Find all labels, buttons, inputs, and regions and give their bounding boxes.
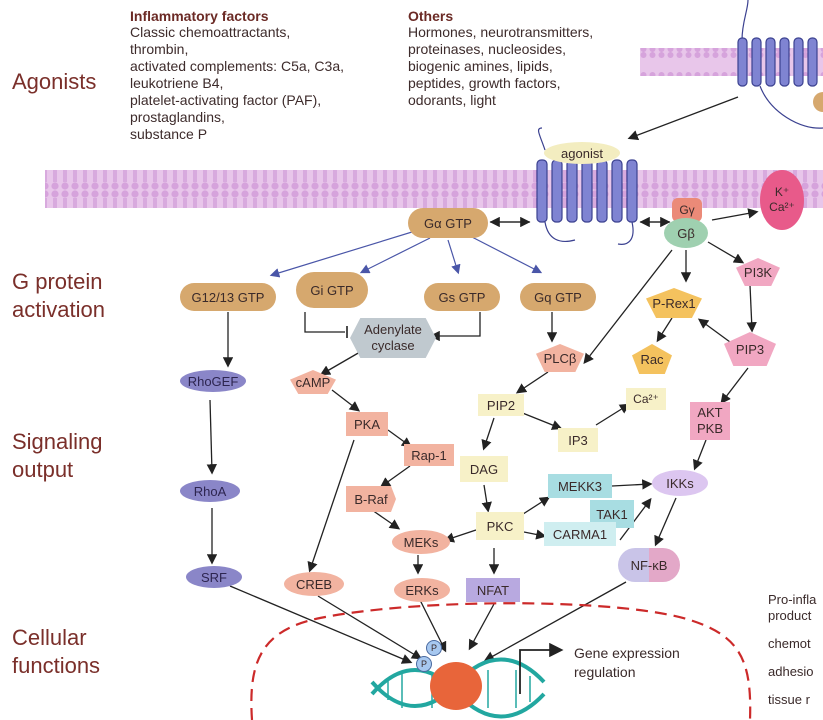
node-meks: MEKs [392, 530, 450, 554]
node-pkc: PKC [476, 512, 524, 540]
section-signaling-output: Signaling output [12, 429, 103, 482]
node-b-raf: B-Raf [346, 486, 396, 512]
node-akt-pkb: AKT PKB [690, 402, 730, 440]
inflammatory-line: substance P [130, 126, 208, 142]
inflammatory-line: Classic chemoattractants, [130, 24, 291, 40]
right-list-item: Pro-infla [768, 592, 817, 607]
node-rap1: Rap-1 [404, 444, 454, 466]
others-line: biogenic amines, lipids, [408, 58, 553, 74]
node-creb: CREB [284, 572, 344, 596]
inflammatory-line: leukotriene B4, [130, 75, 224, 91]
node-ikks: IKKs [652, 470, 708, 496]
node-phospho-1: P [426, 640, 442, 656]
right-list-item: tissue r [768, 692, 810, 707]
right-list-item: adhesio [768, 664, 814, 679]
node-srf: SRF [186, 566, 242, 588]
node-agonist: agonist [544, 142, 620, 164]
node-g-alpha-gtp: Gα GTP [408, 208, 488, 238]
node-ip3: IP3 [558, 428, 598, 452]
receptor-upper-icon [737, 0, 823, 129]
node-mekk3: MEKK3 [548, 474, 612, 498]
node-rhoa: RhoA [180, 480, 240, 502]
plasma-membrane [45, 170, 823, 208]
node-k-ca-channel: K⁺ Ca²⁺ [760, 170, 804, 230]
node-nf-kb: NF-κB [618, 548, 680, 582]
others-line: Hormones, neurotransmitters, [408, 24, 594, 40]
right-list-item: product [768, 608, 812, 623]
node-ca2: Ca²⁺ [626, 388, 666, 410]
inflammatory-line: activated complements: C5a, C3a, [130, 58, 344, 74]
node-gs-gtp: Gs GTP [424, 283, 500, 311]
g-protein-partial [813, 92, 823, 112]
others-line: proteinases, nucleosides, [408, 41, 566, 57]
node-carma1: CARMA1 [544, 522, 616, 546]
others-line: odorants, light [408, 92, 496, 108]
inflammatory-line: platelet-activating factor (PAF), [130, 92, 322, 108]
node-g12-13-gtp: G12/13 GTP [180, 283, 276, 311]
node-nfat: NFAT [466, 578, 520, 602]
transcription-factor-sphere [430, 662, 482, 710]
nucleus-boundary [250, 602, 752, 720]
right-list: Pro-infla product chemot adhesio tissue … [768, 592, 816, 708]
section-g-protein-activation: G protein activation [12, 269, 105, 322]
section-cellular-functions: Cellular functions [12, 625, 101, 678]
node-gi-gtp: Gi GTP [296, 272, 368, 308]
node-erks: ERKs [394, 578, 450, 602]
section-agonists: Agonists [12, 69, 97, 94]
inflammatory-factors-block: Inflammatory factors Classic chemoattrac… [130, 8, 344, 143]
node-gq-gtp: Gq GTP [520, 283, 596, 311]
node-rhogef: RhoGEF [180, 370, 246, 392]
others-title: Others [408, 8, 454, 24]
node-pka: PKA [346, 412, 388, 436]
right-list-item: chemot [768, 636, 811, 651]
gene-expression-label: Gene expression regulation [574, 645, 680, 680]
inflammatory-title: Inflammatory factors [130, 8, 269, 24]
others-block: Others Hormones, neurotransmitters, prot… [408, 8, 593, 109]
inflammatory-line: prostaglandins, [130, 109, 225, 125]
node-phospho-2: P [416, 656, 432, 672]
node-g-beta: Gβ [664, 218, 708, 248]
inflammatory-line: thrombin, [130, 41, 189, 57]
receptor-main-icon [536, 127, 638, 245]
others-line: peptides, growth factors, [408, 75, 561, 91]
node-pip2: PIP2 [478, 394, 524, 416]
node-adenylate-cyclase: Adenylate cyclase [350, 318, 436, 358]
upper-membrane [640, 48, 823, 76]
node-dag: DAG [460, 456, 508, 482]
